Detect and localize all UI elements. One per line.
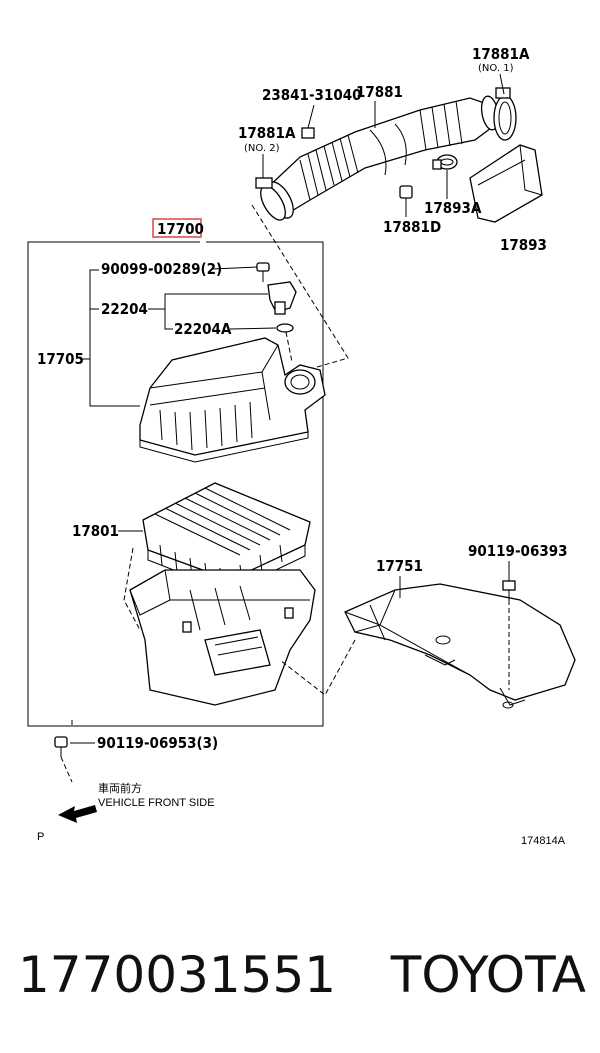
hose-clamp-no1 <box>493 87 517 141</box>
screw-90099 <box>256 262 270 282</box>
direction-label-english: VEHICLE FRONT SIDE <box>98 797 215 809</box>
callout-17893: 17893 <box>500 236 547 254</box>
bolt-90119-06953 <box>54 736 68 757</box>
callout-22204: 22204 <box>101 300 148 318</box>
footer-part-number: 1770031551 <box>18 946 337 1004</box>
clamp-17893a <box>432 154 458 170</box>
air-cleaner-case <box>129 569 316 706</box>
callout-17881d: 17881D <box>383 218 441 236</box>
assembly-boundary <box>27 241 324 727</box>
callout-90119-06953: 90119-06953(3) <box>97 734 218 752</box>
callout-17751: 17751 <box>376 557 423 575</box>
resonator-17893 <box>469 144 543 223</box>
gasket-22204a <box>276 323 294 333</box>
assembly-highlight-box <box>152 218 202 238</box>
callout-17881a-no1: 17881A <box>472 45 530 63</box>
air-inlet-duct <box>344 583 576 709</box>
callout-90099-00289: 90099-00289(2) <box>101 260 222 278</box>
alignment-line-duct <box>279 639 356 696</box>
footer-brand: TOYOTA <box>390 946 586 1004</box>
callout-17893a: 17893A <box>424 199 482 217</box>
alignment-line-hose <box>251 204 349 373</box>
callout-17700: 17700 <box>157 220 204 238</box>
callout-17881a-no1-sub: (NO. 1) <box>478 63 514 74</box>
callout-90119-06393: 90119-06393 <box>468 542 568 560</box>
air-cleaner-cap <box>139 337 326 463</box>
corner-mark: P <box>37 831 44 843</box>
callout-17881: 17881 <box>356 83 403 101</box>
direction-label-japanese: 車両前方 <box>98 781 142 795</box>
callout-17881a-no2-sub: (NO. 2) <box>244 143 280 154</box>
callout-17705: 17705 <box>37 350 84 368</box>
vehicle-front-arrow-icon <box>58 805 97 823</box>
screw-23841 <box>301 104 315 139</box>
alignment-line-case <box>123 547 141 631</box>
hose-fitting-17881d <box>399 185 413 206</box>
hose-clamp-no2 <box>255 177 286 221</box>
callout-22204a: 22204A <box>174 320 232 338</box>
callout-23841-31040: 23841-31040 <box>262 86 362 104</box>
sensor-22204 <box>267 281 297 315</box>
callout-17881a-no2: 17881A <box>238 124 296 142</box>
figure-code: 174814A <box>521 835 566 847</box>
callout-17801: 17801 <box>72 522 119 540</box>
